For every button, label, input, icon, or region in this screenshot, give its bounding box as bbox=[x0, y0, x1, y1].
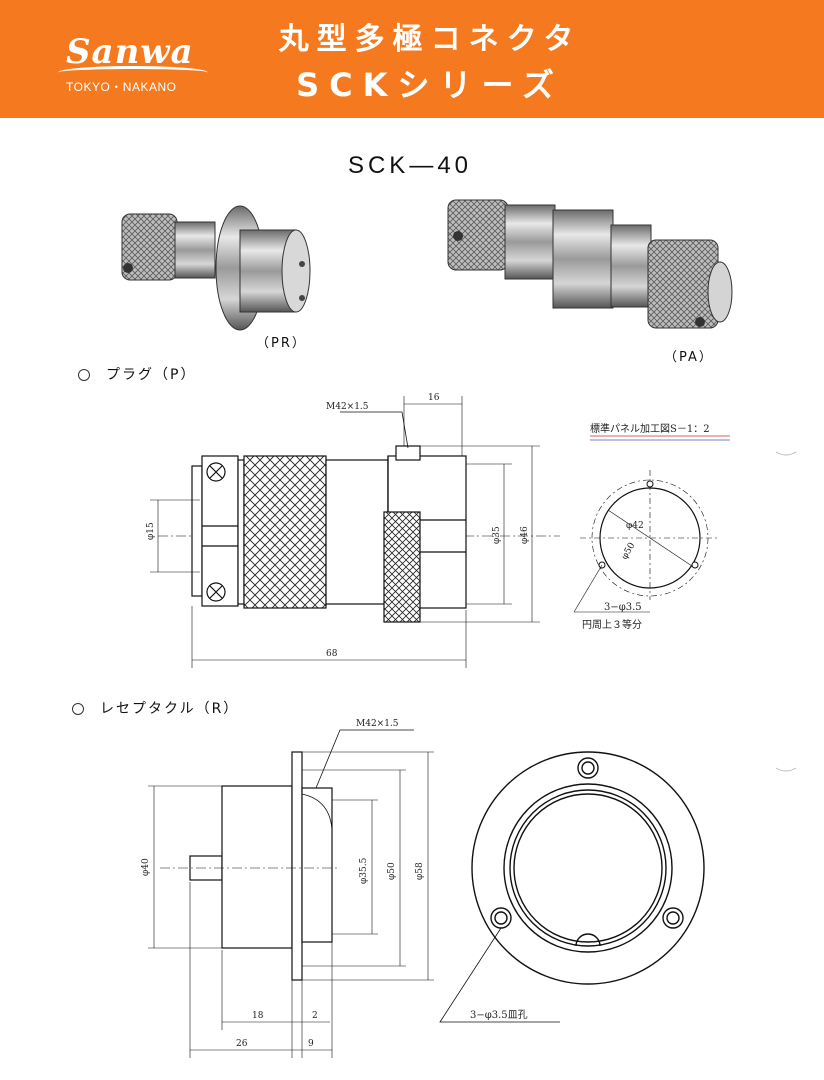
receptacle-side-drawing bbox=[148, 729, 434, 1058]
header-banner: Sanwa TOKYO・NAKANO 丸型多極コネクタ SCKシリーズ bbox=[0, 0, 824, 118]
receptacle-side-labels: φ40 M42×1.5 φ35.5 φ50 φ58 18 2 26 9 bbox=[141, 719, 425, 1049]
header-series: SCKシリーズ bbox=[296, 66, 564, 104]
rec-length-9: 9 bbox=[308, 1039, 314, 1049]
receptacle-front-drawing bbox=[439, 751, 705, 1023]
binder-mark bbox=[775, 767, 797, 772]
rec-dia-355: φ35.5 bbox=[359, 857, 369, 884]
logo-swoosh bbox=[58, 66, 208, 79]
rec-holes-label: 3−φ3.5皿孔 bbox=[470, 1009, 528, 1021]
model-name: SCK—40 bbox=[347, 152, 473, 179]
photo-caption-pr: （PR） bbox=[256, 336, 307, 351]
panel-cutout-drawing bbox=[573, 435, 730, 613]
panel-labels: 標準パネル加工図S－1：2 φ42 φ50 3−φ3.5 円周上３等分 bbox=[582, 422, 710, 631]
photo-receptacle-pr bbox=[121, 205, 311, 331]
panel-dia-50: φ50 bbox=[620, 541, 638, 562]
plug-length-68: 68 bbox=[326, 649, 338, 659]
binder-mark bbox=[775, 451, 797, 456]
plug-thread-label: M42×1.5 bbox=[326, 402, 369, 412]
bullet-icon bbox=[78, 369, 90, 381]
sanwa-logo: Sanwa TOKYO・NAKANO bbox=[58, 32, 218, 102]
rec-thread-label: M42×1.5 bbox=[356, 719, 399, 729]
header-title: 丸型多極コネクタ bbox=[278, 22, 582, 57]
plug-dia-15: φ15 bbox=[146, 522, 156, 540]
receptacle-front-labels: 3−φ3.5皿孔 bbox=[470, 1009, 528, 1021]
photo-caption-pa: （PA） bbox=[664, 350, 714, 365]
section-plug-label: プラグ（P） bbox=[106, 367, 197, 383]
rec-dia-40: φ40 bbox=[141, 858, 151, 876]
plug-drawing bbox=[150, 396, 560, 668]
panel-holes-note: 円周上３等分 bbox=[582, 618, 642, 631]
panel-title: 標準パネル加工図S－1：2 bbox=[590, 422, 710, 435]
section-plug: プラグ（P） bbox=[78, 364, 196, 384]
rec-dia-58: φ58 bbox=[415, 862, 425, 880]
rec-dia-50: φ50 bbox=[387, 862, 397, 880]
panel-holes: 3−φ3.5 bbox=[604, 602, 642, 613]
rec-length-18: 18 bbox=[252, 1011, 264, 1021]
section-receptacle-label: レセプタクル（R） bbox=[100, 701, 240, 717]
plug-dia-35: φ35 bbox=[492, 526, 502, 544]
rec-length-26: 26 bbox=[236, 1039, 248, 1049]
photo-plug-pa bbox=[447, 199, 733, 329]
bullet-icon bbox=[72, 703, 84, 715]
plug-dimension-labels: M42×1.5 16 φ15 φ35 φ46 68 bbox=[146, 393, 530, 659]
rec-length-2: 2 bbox=[312, 1011, 318, 1021]
plug-length-16: 16 bbox=[428, 393, 440, 403]
plug-dia-46: φ46 bbox=[520, 526, 530, 544]
section-receptacle: レセプタクル（R） bbox=[72, 698, 239, 718]
panel-dia-42: φ42 bbox=[626, 521, 644, 531]
logo-subtitle: TOKYO・NAKANO bbox=[66, 80, 177, 94]
